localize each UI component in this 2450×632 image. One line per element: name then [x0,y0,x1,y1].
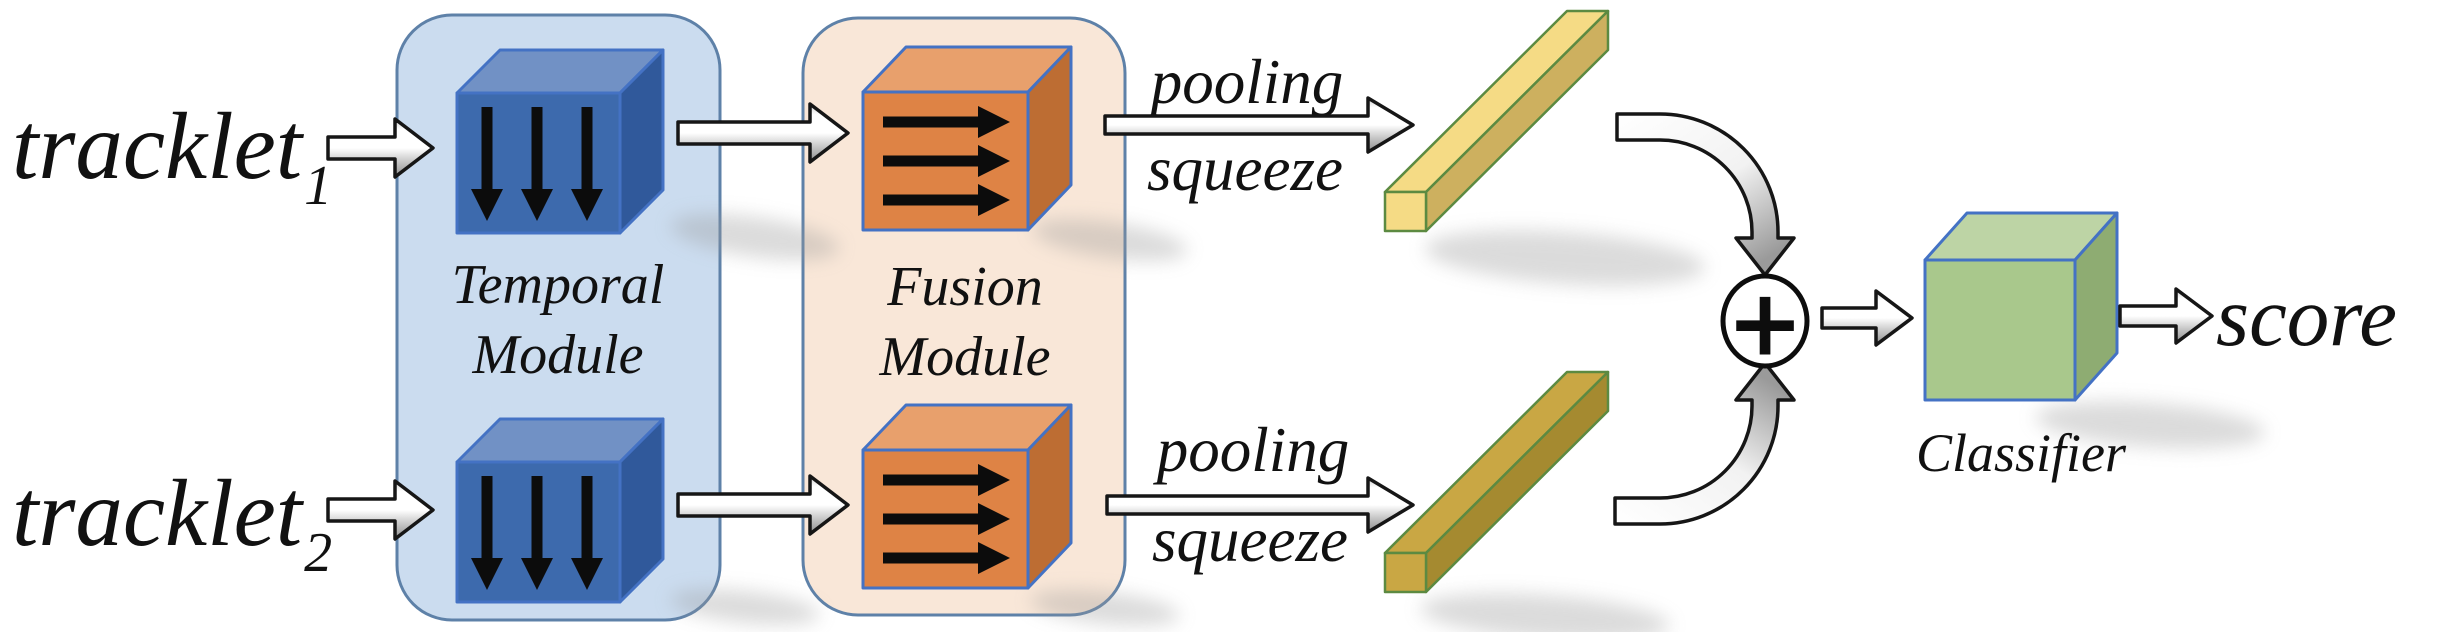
input-subscript-2: 2 [304,522,332,584]
squeeze-label-2: squeeze [1152,505,1348,575]
sum-to-classifier-arrow [1820,289,1914,347]
classifier-to-score-arrow [2118,287,2214,345]
shadow [1420,593,1670,632]
fusion-module-label-line2: Module [878,326,1050,388]
merge-curved-arrow-1 [1615,112,1796,277]
feature-vector-1 [1383,9,1610,233]
fusion-module-label-line1: Fusion [886,256,1043,318]
feature-vector-2 [1383,370,1610,594]
input-label-2: tracklet2 [12,460,332,584]
input-subscript-1: 1 [304,155,332,217]
shadow [2035,401,2265,449]
temporal-block-2 [455,417,665,604]
temporal-block-1 [455,48,665,235]
temporal-to-fusion-arrow-2 [676,474,850,536]
bar-end-cap [1383,190,1428,233]
shadow [1032,219,1188,261]
merge-curved-arrow-2 [1613,361,1796,526]
shadow [1425,230,1705,286]
plus-icon: + [1726,270,1803,377]
shadow [670,589,820,625]
temporal-module-label-line1: Temporal [452,254,665,316]
classifier-label: Classifier [1916,423,2127,483]
temporal-module-label-line2: Module [471,324,643,386]
input-arrow-2 [326,479,435,541]
shadow [1030,590,1180,626]
pooling-label-1: pooling [1147,47,1344,117]
pooling-label-2: pooling [1153,415,1350,485]
squeeze-label-1: squeeze [1147,134,1343,204]
classifier-block [1923,211,2119,402]
bar-end-cap [1383,551,1428,594]
temporal-to-fusion-arrow-1 [676,102,850,164]
fusion-block-1 [861,45,1073,232]
pooling-squeeze-arrow-2 [1105,476,1415,534]
sum-circle [1720,273,1810,369]
input-label-1: tracklet1 [12,93,332,217]
fusion-block-2 [861,403,1073,590]
output-label: score [2216,270,2397,364]
shadow [670,213,840,261]
pooling-squeeze-arrow-1 [1103,96,1415,154]
input-arrow-1 [326,117,435,179]
